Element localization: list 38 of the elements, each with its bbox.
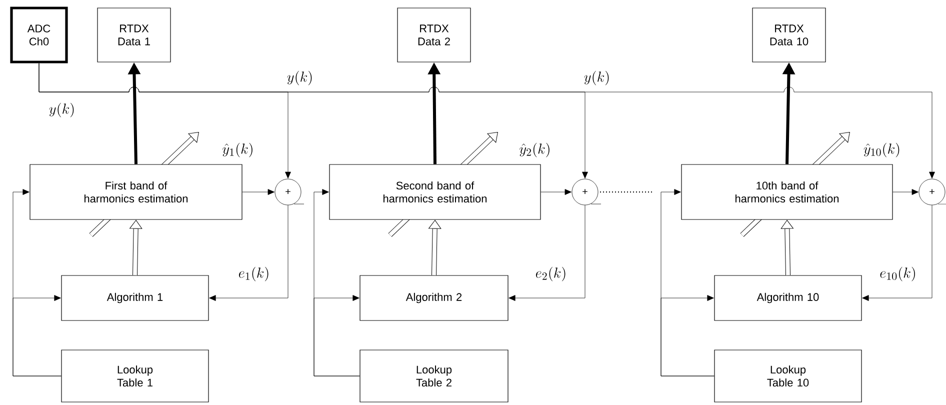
process-box: Lookup Table 10 [714, 350, 862, 402]
signal-label: $y(k)$ [49, 102, 74, 118]
arrow [12, 295, 62, 376]
edge-label: $e_2(k)$ [534, 266, 568, 282]
arrow [314, 295, 360, 376]
process-box: Second band of harmonics estimation [329, 164, 541, 220]
process-box: Algorithm 1 [61, 275, 209, 321]
input-box: ADC Ch0 [10, 6, 68, 64]
arrow [660, 295, 714, 376]
process-box: First band of harmonics estimation [30, 164, 242, 220]
edge-label: $y(k)$ [582, 70, 612, 86]
arrow [892, 189, 918, 195]
edge-label: $\hat{y}_1(k)$ [221, 142, 255, 158]
arrow [508, 205, 586, 301]
process-box: Algorithm 10 [714, 275, 862, 321]
summing-junction: + [918, 178, 946, 206]
edge-label: $\hat{y}_2(k)$ [518, 142, 552, 158]
arrow [862, 205, 932, 301]
edge-label: $e_{10}(k)$ [878, 266, 918, 282]
edge-label: $y(k)$ [286, 70, 314, 86]
arrow [209, 205, 288, 301]
edge-label: $\hat{y}_{10}(k)$ [862, 142, 902, 158]
arrow [38, 63, 935, 178]
process-box: Algorithm 2 [360, 275, 508, 321]
block-arrow [428, 220, 442, 276]
summing-junction: + [572, 178, 598, 206]
process-box: RTDX Data 1 [97, 8, 171, 62]
process-box: RTDX Data 10 [752, 8, 826, 62]
process-box: Lookup Table 1 [61, 350, 209, 402]
arrow [540, 189, 572, 195]
edge-label: $e_1(k)$ [237, 266, 271, 282]
process-box: Lookup Table 2 [360, 350, 508, 402]
process-box: RTDX Data 2 [397, 8, 471, 62]
arrow [242, 189, 274, 195]
summing-junction: + [274, 178, 302, 206]
block-arrow [780, 220, 794, 276]
process-box: 10th band of harmonics estimation [681, 164, 893, 220]
block-arrow [130, 220, 142, 276]
